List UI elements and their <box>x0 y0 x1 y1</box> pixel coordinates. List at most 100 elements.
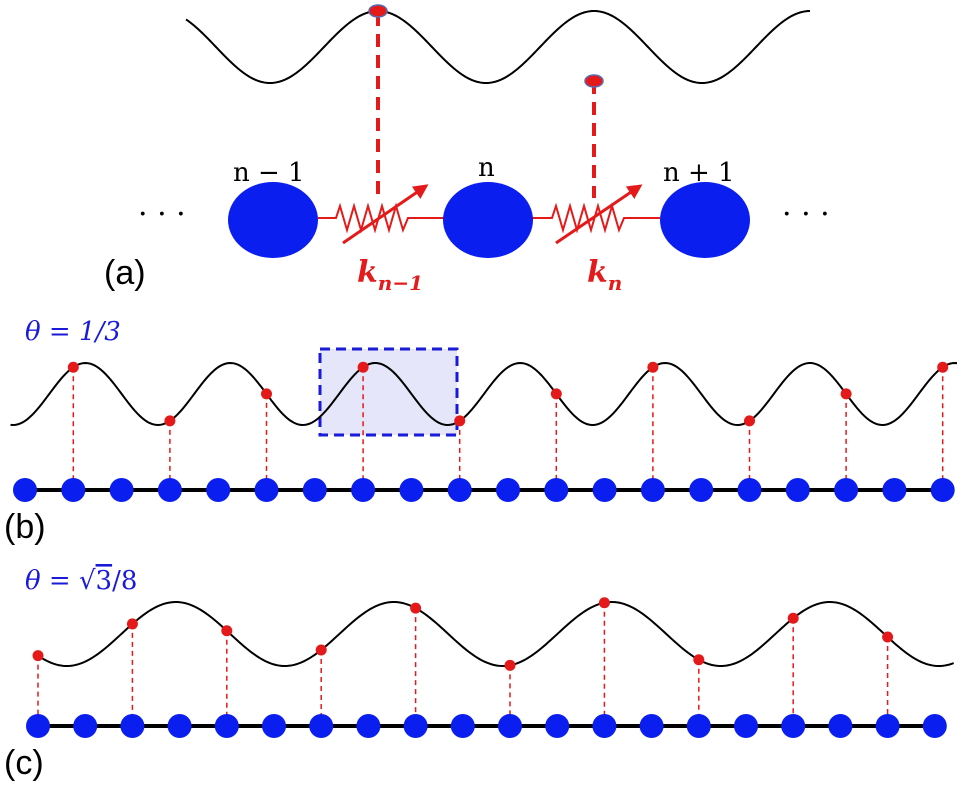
k-symbol-right: k <box>587 255 608 290</box>
site-label-n-plus-1: n + 1 <box>663 158 735 188</box>
lattice-site <box>447 478 472 502</box>
lattice-site <box>737 478 762 502</box>
lattice-site <box>262 714 286 738</box>
panel-c-theta-suffix: /8 <box>112 566 137 596</box>
modulation-dot <box>882 631 894 643</box>
lattice-site <box>13 478 37 502</box>
panel-b-wave <box>10 361 957 427</box>
lattice-site <box>167 714 192 738</box>
k-subscript-right: n <box>608 271 623 295</box>
panel-a-wave <box>185 9 811 85</box>
lattice-site <box>639 714 664 738</box>
lattice-site <box>686 714 711 738</box>
lattice-site <box>592 714 617 738</box>
panel-c-wave <box>37 600 955 668</box>
modulation-dot <box>315 644 327 656</box>
right-ellipsis: · · · <box>782 197 830 232</box>
lattice-site <box>61 478 86 502</box>
modulation-dot <box>550 388 562 400</box>
mass-n <box>443 182 533 258</box>
lattice-site <box>834 478 859 502</box>
lattice-site <box>498 714 522 738</box>
modulation-dot <box>357 361 369 373</box>
lattice-site <box>781 714 806 738</box>
panel-a-probe-dot-left <box>368 4 388 18</box>
panel-b-theta-label: θ = 1/3 <box>25 317 121 347</box>
lattice-site <box>356 714 381 738</box>
lattice-site <box>922 714 947 738</box>
spring-left-tuning-arrow <box>342 184 429 245</box>
lattice-site <box>399 478 424 502</box>
panel-a: · · · · · · n − 1 n n + 1 kn−1 kn (a) <box>104 4 830 295</box>
site-label-n-minus-1: n − 1 <box>233 158 305 188</box>
lattice-site <box>120 714 145 738</box>
panel-b: θ = 1/3 (b) <box>4 317 957 546</box>
modulation-dot <box>787 612 799 624</box>
modulation-dot <box>744 415 755 427</box>
spring-constant-label-right: kn <box>587 255 622 295</box>
lattice-site <box>26 714 50 738</box>
modulation-dot <box>32 650 44 662</box>
panel-c-sites <box>26 714 947 738</box>
modulation-dot <box>164 415 176 427</box>
k-symbol-left: k <box>357 255 378 290</box>
lattice-site <box>734 714 758 738</box>
lattice-site <box>785 478 810 502</box>
modulation-dot <box>410 602 422 614</box>
lattice-site <box>544 478 569 502</box>
mass-n-plus-1 <box>660 182 750 258</box>
lattice-site <box>302 478 327 502</box>
mass-n-minus-1 <box>228 182 318 258</box>
spring-right <box>532 202 660 234</box>
lattice-site <box>157 478 182 502</box>
panel-c-label: (c) <box>4 744 44 782</box>
lattice-site <box>875 714 900 738</box>
lattice-site <box>828 714 853 738</box>
site-label-n: n <box>478 153 495 183</box>
panel-b-sites <box>13 478 955 502</box>
panel-b-probe-lines <box>72 367 944 486</box>
left-ellipsis: · · · <box>138 197 186 232</box>
panel-c-theta-radicand: 3 <box>96 566 113 596</box>
panel-c-theta-label: θ = √3/8 <box>25 566 137 596</box>
modulation-dot <box>693 654 705 666</box>
panel-a-label: (a) <box>104 254 146 292</box>
lattice-site <box>309 714 334 738</box>
modulation-dot <box>221 625 233 637</box>
modulation-dot <box>937 361 949 373</box>
modulation-dot <box>454 415 466 427</box>
lattice-site <box>403 714 428 738</box>
panel-b-label: (b) <box>4 508 46 546</box>
panel-c: θ = √3/8 (c) <box>4 566 955 782</box>
modulation-dot <box>598 597 610 609</box>
lattice-site <box>640 478 665 502</box>
lattice-site <box>109 478 134 502</box>
lattice-site <box>73 714 98 738</box>
modulation-dot <box>504 659 516 671</box>
modulation-dot <box>840 388 852 400</box>
spring-right-tuning-arrow <box>555 184 643 245</box>
lattice-site <box>592 478 617 502</box>
lattice-site <box>254 478 279 502</box>
panel-b-probe-dots <box>67 361 949 427</box>
k-subscript-left: n−1 <box>378 271 423 295</box>
lattice-site <box>214 714 239 738</box>
modulation-dot <box>261 388 272 400</box>
lattice-site <box>882 478 907 502</box>
lattice-site <box>206 478 231 502</box>
panel-c-probe-lines <box>37 602 889 722</box>
lattice-site <box>930 478 955 502</box>
modulation-dot <box>67 361 79 373</box>
modulation-dot <box>647 361 659 373</box>
lattice-site <box>496 478 520 502</box>
lattice-site <box>689 478 714 502</box>
modulation-dot <box>126 618 138 630</box>
spring-constant-label-left: kn−1 <box>357 255 423 295</box>
spring-left <box>318 202 445 234</box>
lattice-site <box>351 478 376 502</box>
lattice-site <box>545 714 570 738</box>
panel-a-probe-dot-right <box>584 74 604 88</box>
panel-c-theta-prefix: θ = <box>25 566 79 596</box>
panel-c-sqrt-sign: √ <box>79 566 96 596</box>
